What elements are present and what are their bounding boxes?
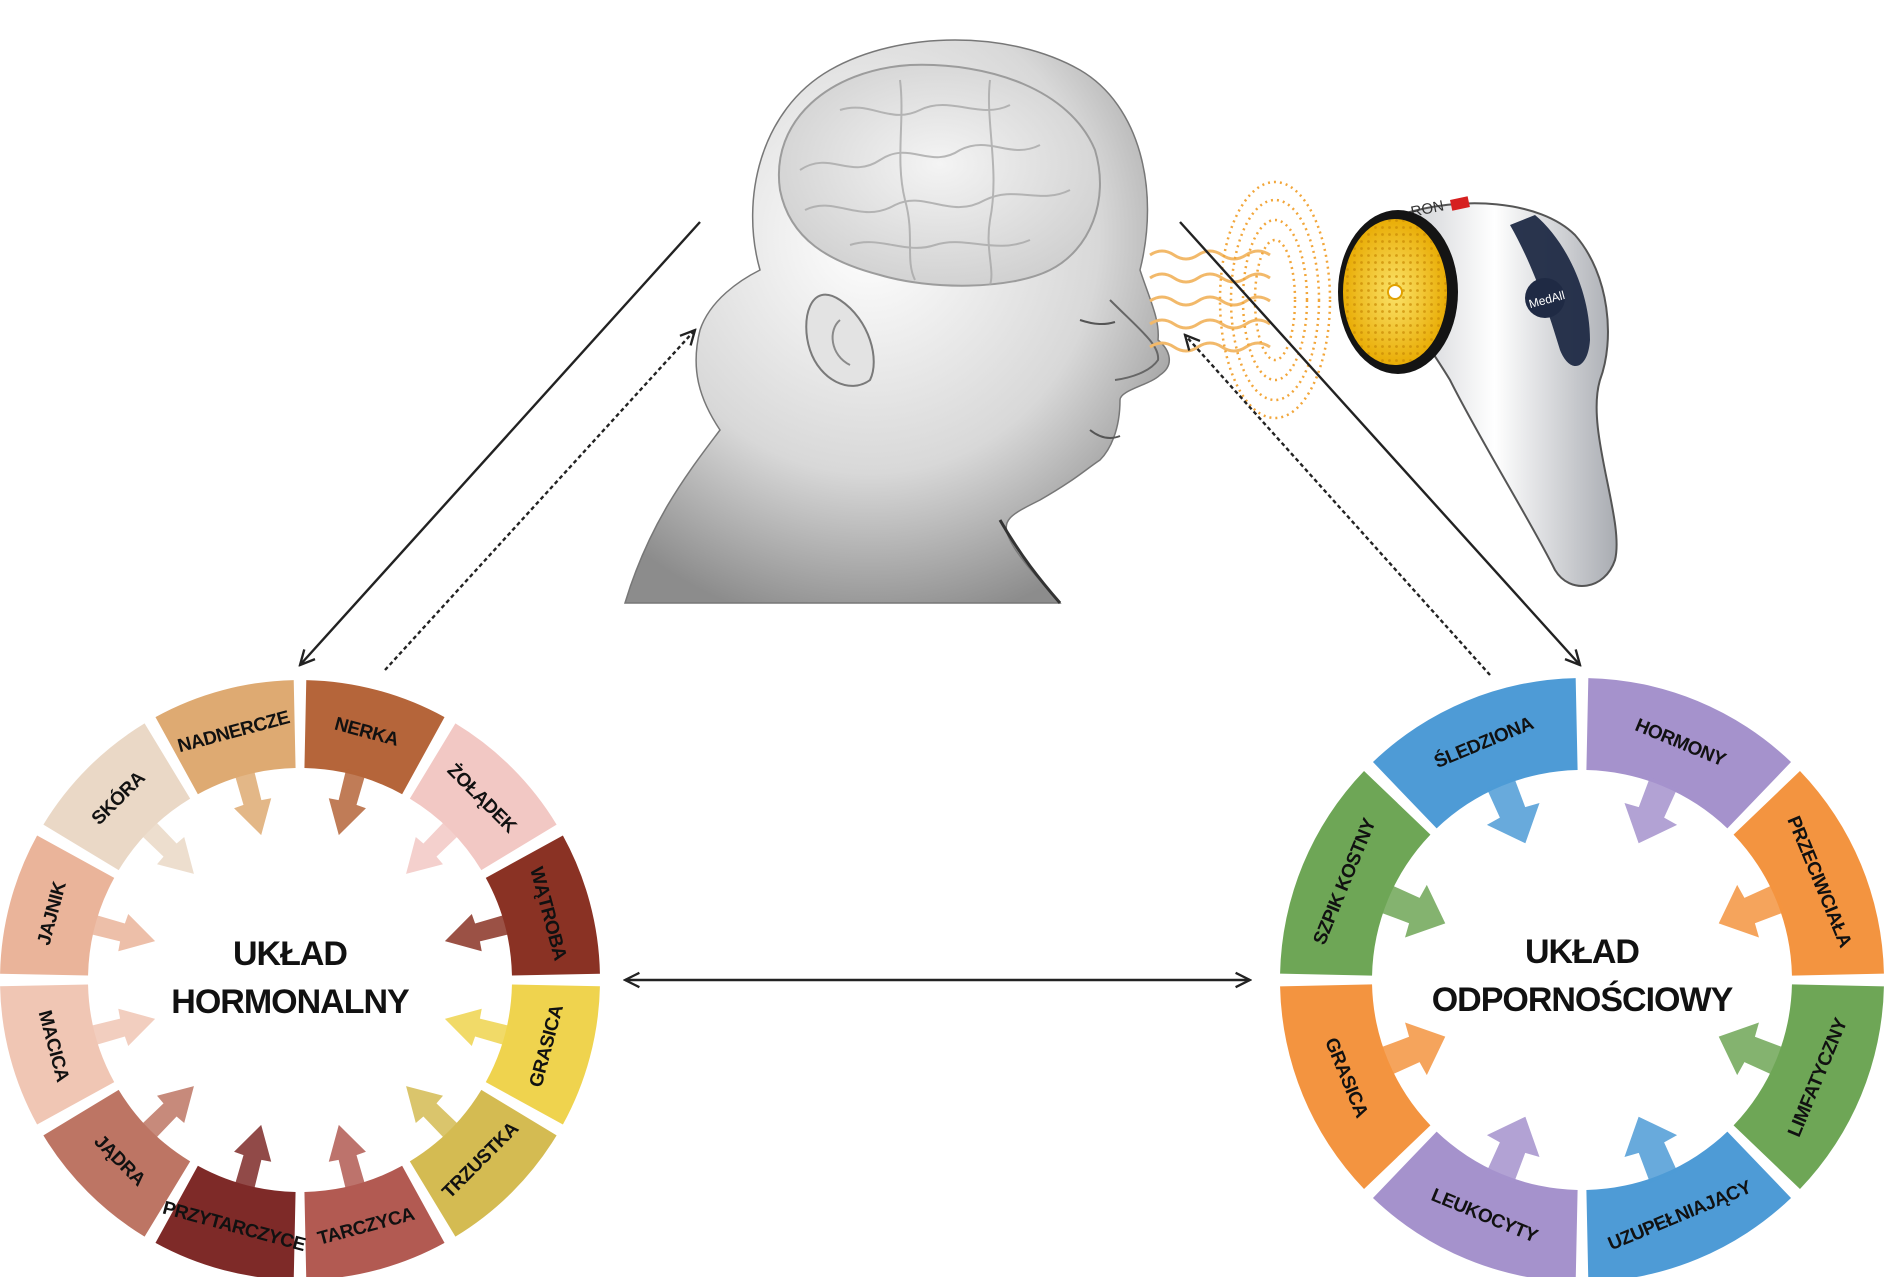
segment-arrow — [328, 1124, 366, 1191]
segment-arrow — [1624, 777, 1678, 844]
energy-waves — [1149, 249, 1271, 353]
ring-segment — [485, 835, 600, 976]
ring-segment — [1280, 984, 1431, 1190]
hormonal-title-line2: HORMONALNY — [171, 983, 410, 1021]
ring-segment — [0, 835, 115, 976]
ring-segment — [1586, 678, 1792, 829]
ring-segment — [304, 680, 445, 795]
immune-system-title: UKŁAD ODPORNOŚCIOWY — [1432, 933, 1735, 1019]
segment-arrow — [444, 914, 511, 952]
ring-segment — [304, 1165, 445, 1277]
segment-arrow — [1379, 884, 1446, 938]
segment-arrow — [1624, 1116, 1678, 1183]
arrow-brain-to-hormonal — [300, 221, 701, 665]
ring-segment — [1372, 1131, 1578, 1277]
ring-segment — [43, 1089, 191, 1237]
segment-arrow — [89, 1008, 156, 1046]
segment-arrow — [1718, 1022, 1785, 1076]
ring-segment — [1372, 678, 1578, 829]
hormonal-system-ring: NERKAŻOŁĄDEKWĄTROBAGRASICATRZUSTKATARCZY… — [0, 680, 600, 1277]
ring-segment — [1280, 770, 1431, 976]
ring-segment — [155, 680, 296, 795]
hormonal-title-line1: UKŁAD — [233, 935, 347, 973]
ring-segment — [409, 723, 557, 871]
device-brand-badge: MedAll — [1525, 278, 1566, 318]
arrow-brain-to-immune — [1179, 221, 1580, 665]
ring-segment — [1733, 984, 1884, 1190]
segment-arrow — [328, 769, 366, 836]
ring-segment — [1586, 1131, 1792, 1277]
human-head-illustration — [623, 39, 1170, 604]
segment-arrow — [234, 769, 272, 836]
immune-system-ring: HORMONYPRZECIWCIAŁALIMFATYCZNYUZUPEŁNIAJ… — [1280, 678, 1884, 1277]
immune-title-line2: ODPORNOŚCIOWY — [1432, 981, 1734, 1019]
segment-arrow — [1486, 1116, 1540, 1183]
segment-arrow — [1379, 1022, 1446, 1076]
ring-segment — [155, 1165, 296, 1277]
segment-arrow — [406, 820, 460, 874]
ring-segment — [1733, 770, 1884, 976]
segment-arrow — [1718, 884, 1785, 938]
ring-segment — [485, 984, 600, 1125]
segment-arrow — [234, 1124, 272, 1191]
segment-arrow — [444, 1008, 511, 1046]
hormonal-system-title: UKŁAD HORMONALNY — [171, 935, 411, 1021]
concentric-rings — [1218, 180, 1332, 420]
ring-segment — [409, 1089, 557, 1237]
segment-arrow — [1486, 777, 1540, 844]
segment-arrow — [140, 1086, 194, 1140]
segment-arrow — [89, 914, 156, 952]
ring-segment — [0, 984, 115, 1125]
segment-arrow — [406, 1086, 460, 1140]
ring-segment — [43, 723, 191, 871]
arrow-hormonal-to-brain — [384, 330, 695, 671]
medall-device: RON MedAll — [1338, 196, 1618, 587]
connection-arrows — [300, 221, 1580, 980]
arrow-immune-to-brain — [1185, 335, 1491, 676]
immune-title-line1: UKŁAD — [1525, 933, 1639, 971]
segment-arrow — [140, 820, 194, 874]
